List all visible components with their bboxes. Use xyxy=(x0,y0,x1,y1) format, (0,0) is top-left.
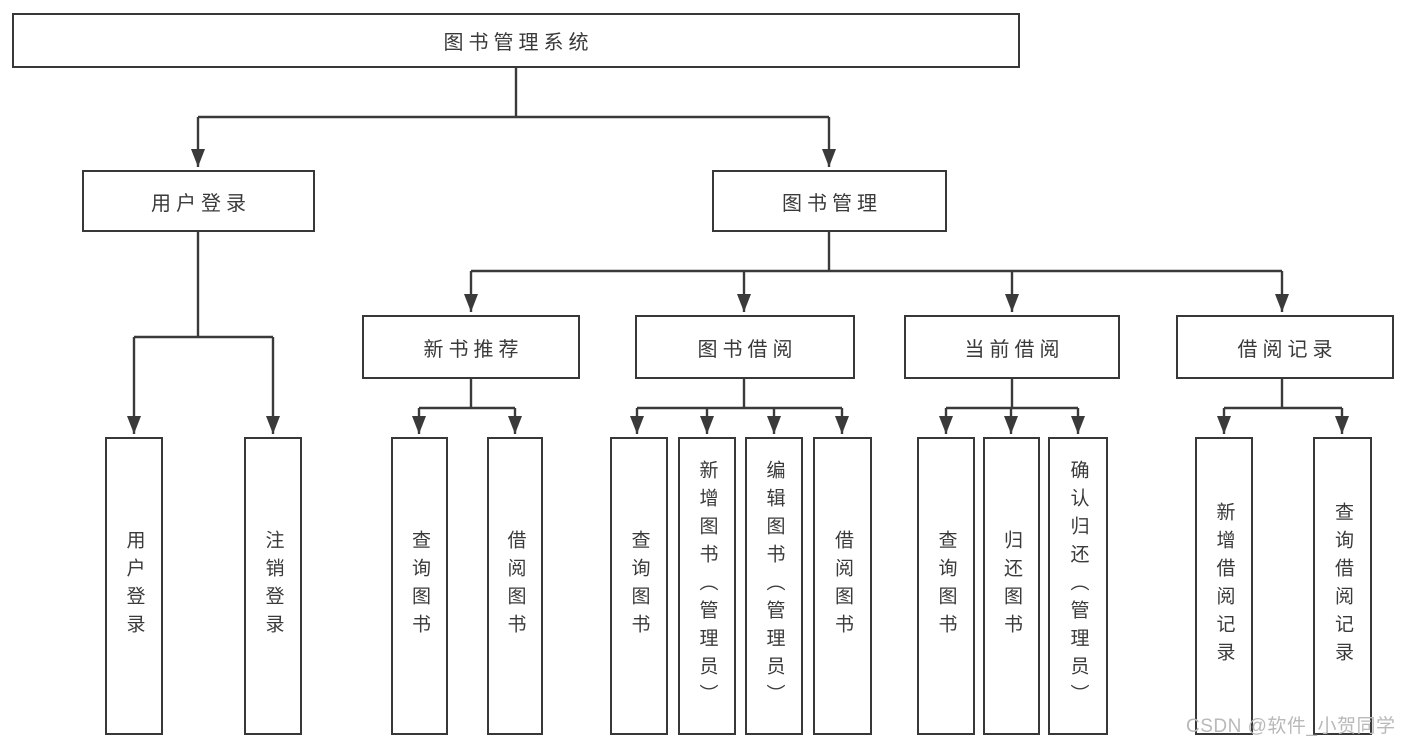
node-book-borrowing: 图书借阅 xyxy=(635,315,855,379)
leaf-borrowing-borrow-books: 借阅图书 xyxy=(813,437,872,735)
leaf-logout-label: 注销登录 xyxy=(262,530,284,642)
leaf-user-login: 用户登录 xyxy=(105,437,163,735)
leaf-logout: 注销登录 xyxy=(244,437,302,735)
leaf-current-return-books-label: 归还图书 xyxy=(1001,530,1022,642)
leaf-current-query-books-label: 查询图书 xyxy=(935,530,957,642)
node-book-management: 图书管理 xyxy=(712,170,947,232)
leaf-current-query-books: 查询图书 xyxy=(917,437,975,735)
leaf-user-login-label: 用户登录 xyxy=(123,530,145,642)
leaf-current-confirm-return-admin: 确认归还（管理员） xyxy=(1048,437,1108,735)
leaf-recommend-query-books-label: 查询图书 xyxy=(409,530,430,642)
leaf-borrowing-add-books-admin: 新增图书（管理员） xyxy=(678,437,736,735)
leaf-current-confirm-return-admin-label: 确认归还（管理员） xyxy=(1067,460,1089,712)
leaf-records-add-record: 新增借阅记录 xyxy=(1195,437,1253,735)
leaf-records-query-record-label: 查询借阅记录 xyxy=(1332,502,1353,670)
node-borrowing-records: 借阅记录 xyxy=(1176,315,1394,379)
csdn-watermark: CSDN @软件_小贺同学 xyxy=(1186,716,1396,737)
leaf-borrowing-borrow-books-label: 借阅图书 xyxy=(832,530,853,642)
leaf-borrowing-edit-books-admin: 编辑图书（管理员） xyxy=(745,437,803,735)
leaf-current-return-books: 归还图书 xyxy=(983,437,1040,735)
leaf-borrowing-query-books-label: 查询图书 xyxy=(628,530,650,642)
node-library-system: 图书管理系统 xyxy=(12,13,1020,68)
leaf-borrowing-add-books-admin-label: 新增图书（管理员） xyxy=(696,460,718,712)
leaf-records-query-record: 查询借阅记录 xyxy=(1313,437,1372,735)
leaf-borrowing-edit-books-admin-label: 编辑图书（管理员） xyxy=(763,460,785,712)
node-user-login: 用户登录 xyxy=(82,170,315,232)
node-current-borrowing: 当前借阅 xyxy=(904,315,1120,379)
leaf-recommend-query-books: 查询图书 xyxy=(391,437,448,735)
leaf-records-add-record-label: 新增借阅记录 xyxy=(1213,502,1235,670)
leaf-recommend-borrow-books-label: 借阅图书 xyxy=(504,530,526,642)
node-new-book-recommend: 新书推荐 xyxy=(362,315,580,379)
leaf-borrowing-query-books: 查询图书 xyxy=(610,437,668,735)
leaf-recommend-borrow-books: 借阅图书 xyxy=(487,437,543,735)
